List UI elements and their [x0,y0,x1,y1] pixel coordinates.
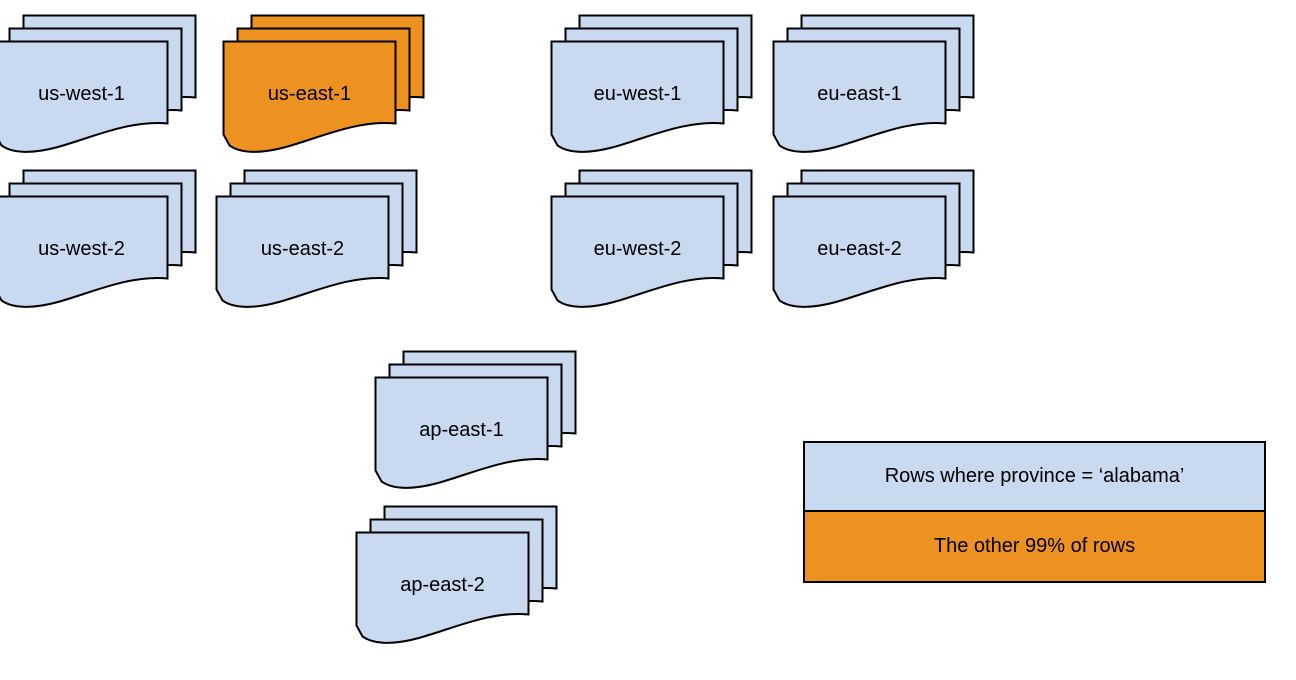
region-stack-shape-eu-east-2 [772,169,975,308]
region-stack-eu-west-2[interactable]: eu-west-2 [550,169,756,311]
region-stack-shape-ap-east-1 [374,350,577,489]
region-stack-us-east-1[interactable]: us-east-1 [222,14,428,156]
legend-label-legend-orange: The other 99% of rows [933,535,1136,557]
region-stack-shape-us-east-1 [222,14,425,153]
region-stack-us-east-2[interactable]: us-east-2 [215,169,421,311]
region-stack-us-west-1[interactable]: us-west-1 [0,14,200,156]
document-sheet [222,40,397,153]
region-stack-shape-eu-west-2 [550,169,753,308]
region-stack-us-west-2[interactable]: us-west-2 [0,169,200,311]
document-sheet [0,195,169,308]
document-sheet [0,40,169,153]
document-sheet [215,195,390,308]
region-stack-shape-us-west-2 [0,169,197,308]
legend-row-legend-orange: The other 99% of rows [805,512,1264,581]
document-sheet [550,40,725,153]
document-sheet [355,531,530,644]
document-sheet [772,40,947,153]
region-stack-shape-us-west-1 [0,14,197,153]
legend-row-legend-blue: Rows where province = ‘alabama’ [805,443,1264,512]
legend: Rows where province = ‘alabama’ The other… [803,441,1266,583]
region-stack-shape-eu-east-1 [772,14,975,153]
region-stack-shape-us-east-2 [215,169,418,308]
region-stack-eu-east-1[interactable]: eu-east-1 [772,14,978,156]
region-stack-shape-ap-east-2 [355,505,558,644]
document-sheet [374,376,549,489]
region-stack-eu-west-1[interactable]: eu-west-1 [550,14,756,156]
region-stack-shape-eu-west-1 [550,14,753,153]
legend-label-legend-blue: Rows where province = ‘alabama’ [884,465,1185,487]
document-sheet [550,195,725,308]
document-sheet [772,195,947,308]
region-stack-ap-east-2[interactable]: ap-east-2 [355,505,561,647]
region-stack-ap-east-1[interactable]: ap-east-1 [374,350,580,492]
region-stack-eu-east-2[interactable]: eu-east-2 [772,169,978,311]
